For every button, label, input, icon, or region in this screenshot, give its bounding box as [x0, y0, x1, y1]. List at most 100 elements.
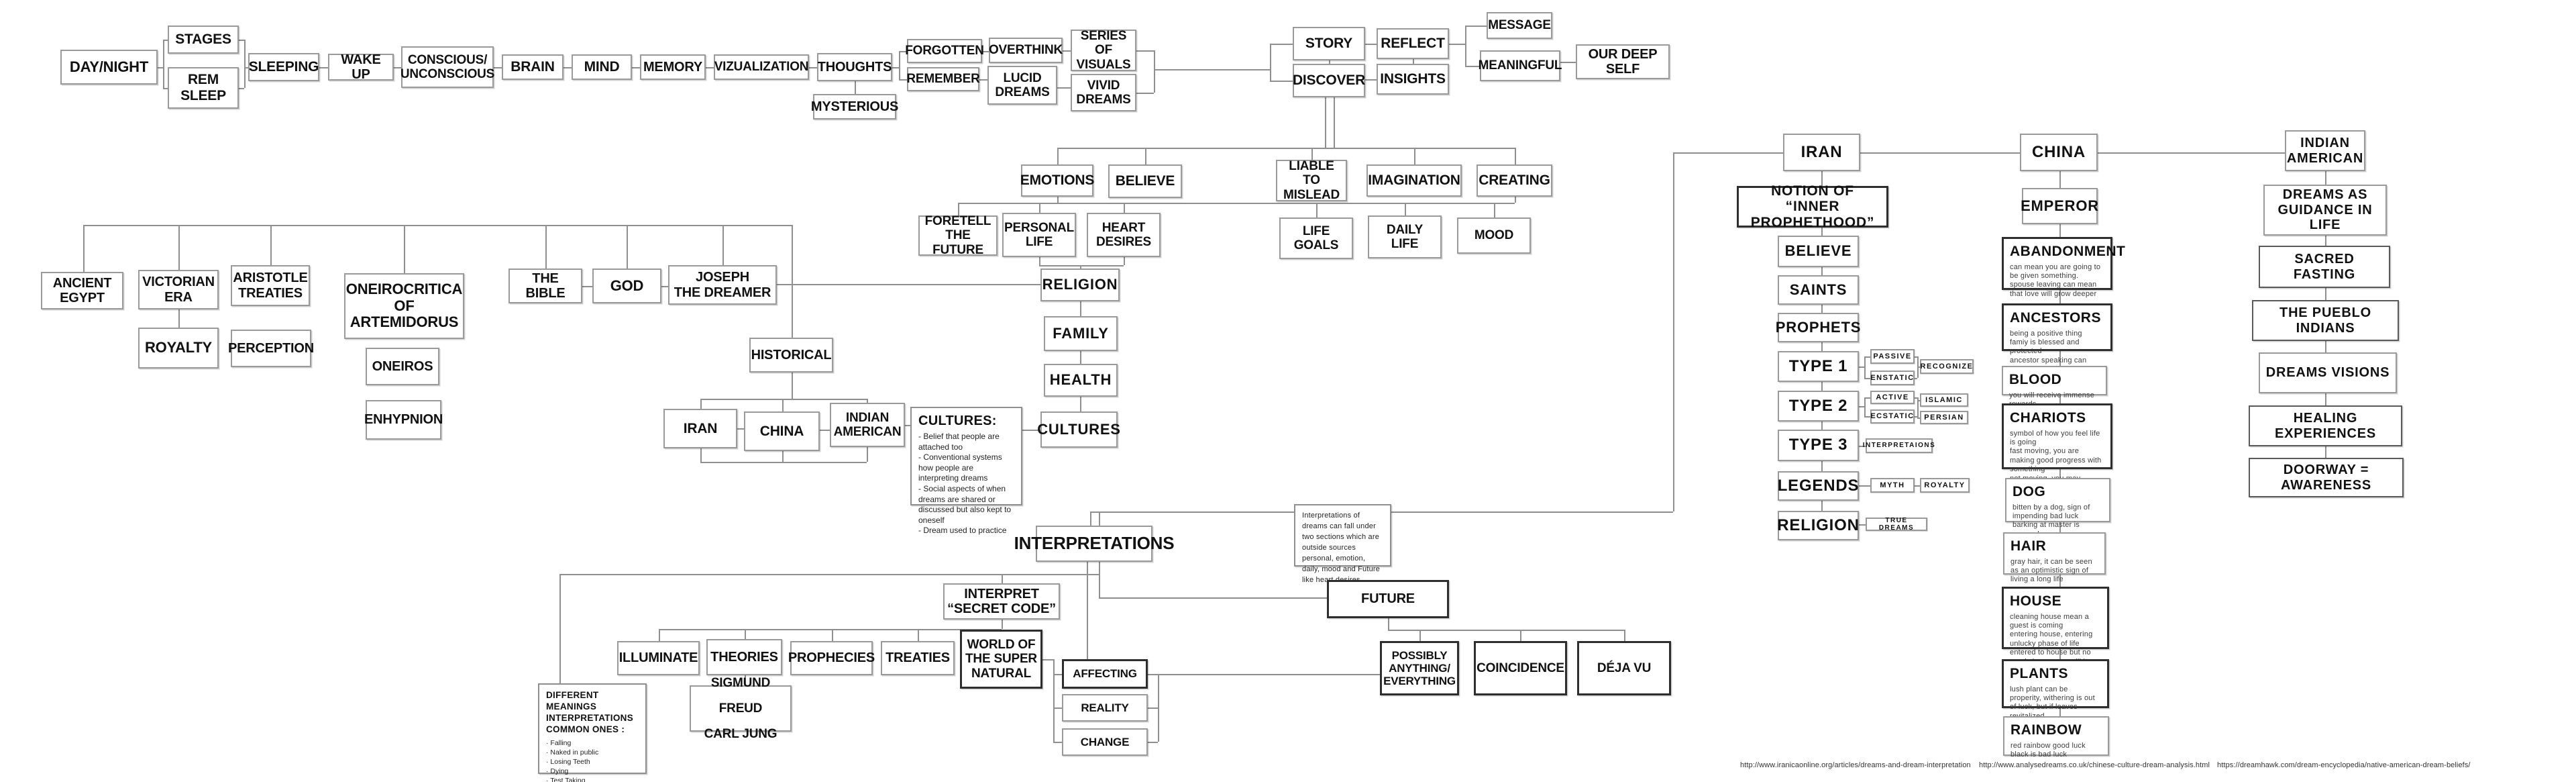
node-dreams-as-guidance[interactable]: DREAMS AS GUIDANCE IN LIFE: [2263, 185, 2387, 236]
node-prophecies[interactable]: PROPHECIES: [788, 641, 875, 675]
node-joseph-the-dreamer[interactable]: JOSEPH THE DREAMER: [668, 265, 777, 305]
node-mood[interactable]: MOOD: [1457, 217, 1531, 254]
node-our-deep-self[interactable]: OUR DEEP SELF: [1576, 44, 1670, 79]
node-ancient-egypt[interactable]: ANCIENT EGYPT: [41, 272, 123, 309]
source-url-native-american[interactable]: https://dreamhawk.com/dream-encyclopedia…: [2217, 761, 2471, 769]
node-the-bible[interactable]: THE BIBLE: [508, 268, 582, 303]
node-forgotten[interactable]: FORGOTTEN: [905, 39, 984, 63]
node-vivid-dreams[interactable]: VIVID DREAMS: [1071, 74, 1136, 111]
node-recognize[interactable]: RECOGNIZE: [1920, 359, 1974, 374]
node-series-of-visuals[interactable]: SERIES OF VISUALS: [1071, 29, 1136, 72]
node-indian-american-culture[interactable]: INDIAN AMERICAN: [830, 403, 905, 447]
node-aristotle-treaties[interactable]: ARISTOTLE TREATIES: [231, 265, 310, 306]
node-china[interactable]: CHINA: [2020, 134, 2098, 171]
node-wake-up[interactable]: WAKE UP: [328, 52, 394, 82]
node-type-1[interactable]: TYPE 1: [1778, 351, 1859, 382]
node-god[interactable]: GOD: [592, 268, 661, 303]
node-sigmund-freud-carl-jung[interactable]: SIGMUND FREUD CARL JUNG: [690, 676, 792, 741]
node-brain[interactable]: BRAIN: [502, 54, 564, 80]
node-sleeping[interactable]: SLEEPING: [248, 53, 319, 81]
node-type-3[interactable]: TYPE 3: [1778, 430, 1859, 461]
node-emperor[interactable]: EMPEROR: [2021, 188, 2098, 224]
node-believe-iran[interactable]: BELIEVE: [1778, 236, 1859, 267]
node-healing-experiences[interactable]: HEALING EXPERIENCES: [2249, 405, 2402, 446]
node-liable-to-mislead[interactable]: LIABLE TO MISLEAD: [1276, 159, 1347, 202]
node-heart-desires[interactable]: HEART DESIRES: [1087, 213, 1161, 257]
node-stages[interactable]: STAGES: [168, 26, 239, 54]
node-perception[interactable]: PERCEPTION: [228, 330, 314, 367]
node-islamic[interactable]: ISLAMIC: [1920, 393, 1968, 407]
node-saints[interactable]: SAINTS: [1778, 275, 1859, 305]
node-religion[interactable]: RELIGION: [1040, 268, 1120, 301]
node-remember[interactable]: REMEMBER: [906, 67, 980, 91]
node-enstatic[interactable]: ENSTATIC: [1870, 371, 1915, 385]
node-prophets[interactable]: PROPHETS: [1776, 313, 1860, 342]
node-lucid-dreams[interactable]: LUCID DREAMS: [987, 66, 1057, 105]
node-insights[interactable]: INSIGHTS: [1377, 64, 1449, 95]
node-day-night[interactable]: DAY/NIGHT: [60, 50, 158, 85]
node-oneiros[interactable]: ONEIROS: [366, 348, 439, 385]
node-mysterious[interactable]: MYSTERIOUS: [811, 94, 898, 119]
node-health[interactable]: HEALTH: [1044, 364, 1118, 397]
node-possibly-anything[interactable]: POSSIBLY ANYTHING/ EVERYTHING: [1380, 641, 1459, 695]
source-url-china[interactable]: http://www.analysedreams.co.uk/chinese-c…: [1979, 761, 2210, 769]
node-myth[interactable]: MYTH: [1870, 478, 1915, 493]
node-royalty[interactable]: ROYALTY: [138, 328, 219, 369]
node-theories[interactable]: THEORIES: [706, 639, 782, 675]
node-discover[interactable]: DISCOVER: [1293, 64, 1365, 97]
node-victorian-era[interactable]: VICTORIAN ERA: [138, 270, 219, 309]
node-doorway-awareness[interactable]: DOORWAY = AWARENESS: [2249, 458, 2404, 497]
node-interpretaions[interactable]: INTERPRETAIONS: [1863, 438, 1935, 453]
node-message[interactable]: MESSAGE: [1487, 12, 1552, 39]
node-vizualization[interactable]: VIZUALIZATION: [714, 54, 809, 80]
node-story[interactable]: STORY: [1293, 27, 1365, 60]
cultures-note[interactable]: CULTURES: Belief that people are attache…: [910, 407, 1022, 535]
node-imagination[interactable]: IMAGINATION: [1366, 164, 1462, 197]
node-reflect[interactable]: REFLECT: [1377, 28, 1449, 59]
interpretation-note[interactable]: Interpretations of dreams can fall under…: [1294, 504, 1391, 584]
node-world-super-natural[interactable]: WORLD OF THE SUPER NATURAL: [960, 630, 1042, 689]
node-deja-vu[interactable]: DÉJA VU: [1577, 641, 1671, 695]
node-family[interactable]: FAMILY: [1044, 316, 1118, 351]
node-rem-sleep[interactable]: REM SLEEP: [168, 67, 239, 109]
node-passive[interactable]: PASSIVE: [1870, 349, 1915, 364]
node-religion-iran[interactable]: RELIGION: [1777, 511, 1859, 540]
source-url-iran[interactable]: http://www.iranicaonline.org/articles/dr…: [1740, 761, 1971, 769]
node-the-pueblo-indians[interactable]: THE PUEBLO INDIANS: [2252, 300, 2399, 341]
node-ecstatic[interactable]: ECSTATIC: [1870, 409, 1915, 424]
node-interpretations[interactable]: INTERPRETATIONS: [1014, 526, 1175, 562]
node-believe[interactable]: BELIEVE: [1108, 164, 1182, 198]
node-persian[interactable]: PERSIAN: [1920, 411, 1968, 424]
node-creating[interactable]: CREATING: [1477, 164, 1552, 197]
node-true-dreams[interactable]: TRUE DREAMS: [1866, 517, 1927, 532]
node-illuminate[interactable]: ILLUMINATE: [617, 641, 700, 675]
node-enhypnion[interactable]: ENHYPNION: [364, 400, 443, 440]
node-daily-life[interactable]: DAILY LIFE: [1368, 215, 1442, 258]
node-thoughts[interactable]: THOUGHTS: [817, 53, 892, 81]
node-sacred-fasting[interactable]: SACRED FASTING: [2259, 246, 2390, 288]
node-coincidence[interactable]: COINCIDENCE: [1474, 641, 1567, 695]
node-iran[interactable]: IRAN: [1783, 134, 1860, 171]
node-cultures[interactable]: CULTURES: [1037, 411, 1120, 448]
node-foretell-the-future[interactable]: FORETELL THE FUTURE: [918, 214, 998, 257]
node-mind[interactable]: MIND: [572, 54, 632, 80]
node-legends[interactable]: LEGENDS: [1778, 471, 1859, 501]
node-interpret-secret-code[interactable]: INTERPRET “SECRET CODE”: [943, 583, 1060, 620]
node-affecting[interactable]: AFFECTING: [1062, 659, 1148, 689]
node-memory[interactable]: MEMORY: [640, 54, 706, 80]
node-reality[interactable]: REALITY: [1062, 694, 1148, 722]
node-dreams-visions[interactable]: DREAMS VISIONS: [2259, 352, 2397, 393]
node-oneirocritica[interactable]: ONEIROCRITICA OF ARTEMIDORUS: [344, 273, 464, 339]
node-royalty-iran[interactable]: ROYALTY: [1920, 478, 1970, 493]
node-indian-american[interactable]: INDIAN AMERICAN: [2285, 130, 2365, 171]
node-conscious-unconscious[interactable]: CONSCIOUS/ UNCONSCIOUS: [400, 46, 494, 88]
